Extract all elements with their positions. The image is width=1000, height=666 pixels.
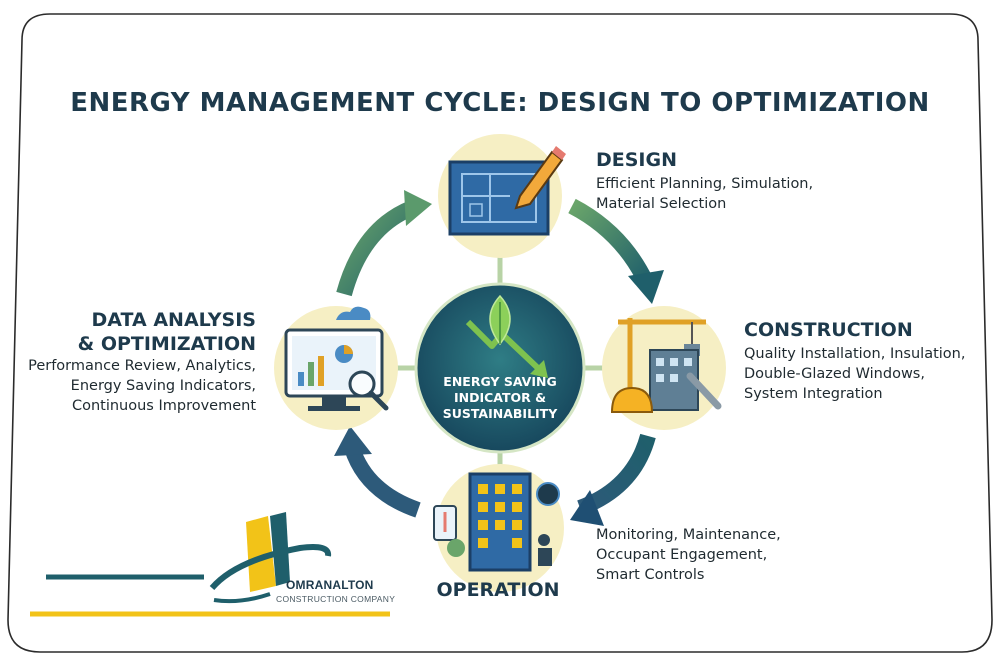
center-label-line: ENERGY SAVING xyxy=(443,374,557,389)
arrow-analysis-to-design xyxy=(336,190,432,297)
operation-desc-line: Monitoring, Maintenance, xyxy=(596,527,781,543)
analysis-heading-line: & OPTIMIZATION xyxy=(77,333,256,355)
analysis-desc-line: Energy Saving Indicators, xyxy=(70,378,256,394)
construction-desc-line: Quality Installation, Insulation, xyxy=(744,346,966,362)
center-circle xyxy=(414,282,586,454)
analysis-description: Performance Review, Analytics, Energy Sa… xyxy=(28,356,256,416)
construction-desc-line: System Integration xyxy=(744,386,883,402)
analysis-heading: DATA ANALYSIS & OPTIMIZATION xyxy=(78,308,256,356)
design-desc-line: Efficient Planning, Simulation, xyxy=(596,176,814,192)
crane-building-icon xyxy=(610,318,722,413)
operation-description: Monitoring, Maintenance, Occupant Engage… xyxy=(596,525,781,585)
company-logo xyxy=(30,512,390,617)
leaf-down-arrow-icon xyxy=(465,294,548,378)
center-label: ENERGY SAVING INDICATOR & SUSTAINABILITY xyxy=(405,374,595,422)
operation-heading: OPERATION xyxy=(436,579,560,601)
monitor-analytics-icon xyxy=(284,306,389,411)
analysis-desc-line: Continuous Improvement xyxy=(71,398,256,414)
arrow-design-to-construction xyxy=(568,198,664,304)
analysis-desc-line: Performance Review, Analytics, xyxy=(28,358,256,374)
construction-desc-line: Double-Glazed Windows, xyxy=(744,366,925,382)
logo-subtitle: CONSTRUCTION COMPANY xyxy=(276,594,396,604)
logo-name: OMRANALTON xyxy=(286,578,374,592)
smart-building-icon xyxy=(433,472,560,572)
analysis-heading-line: DATA ANALYSIS xyxy=(91,309,256,331)
diagram-title: ENERGY MANAGEMENT CYCLE: DESIGN TO OPTIM… xyxy=(70,88,930,118)
center-label-line: INDICATOR & xyxy=(453,390,547,405)
design-description: Efficient Planning, Simulation, Material… xyxy=(596,174,813,214)
arrow-operation-to-analysis xyxy=(334,426,421,518)
blueprint-pencil-icon xyxy=(448,146,566,236)
construction-heading: CONSTRUCTION xyxy=(744,319,913,341)
operation-desc-line: Smart Controls xyxy=(596,567,705,583)
operation-desc-line: Occupant Engagement, xyxy=(596,547,768,563)
arrow-construction-to-operation xyxy=(570,433,656,526)
construction-description: Quality Installation, Insulation, Double… xyxy=(744,344,965,404)
design-desc-line: Material Selection xyxy=(596,196,727,212)
design-heading: DESIGN xyxy=(596,149,678,171)
center-label-line: SUSTAINABILITY xyxy=(442,406,558,421)
